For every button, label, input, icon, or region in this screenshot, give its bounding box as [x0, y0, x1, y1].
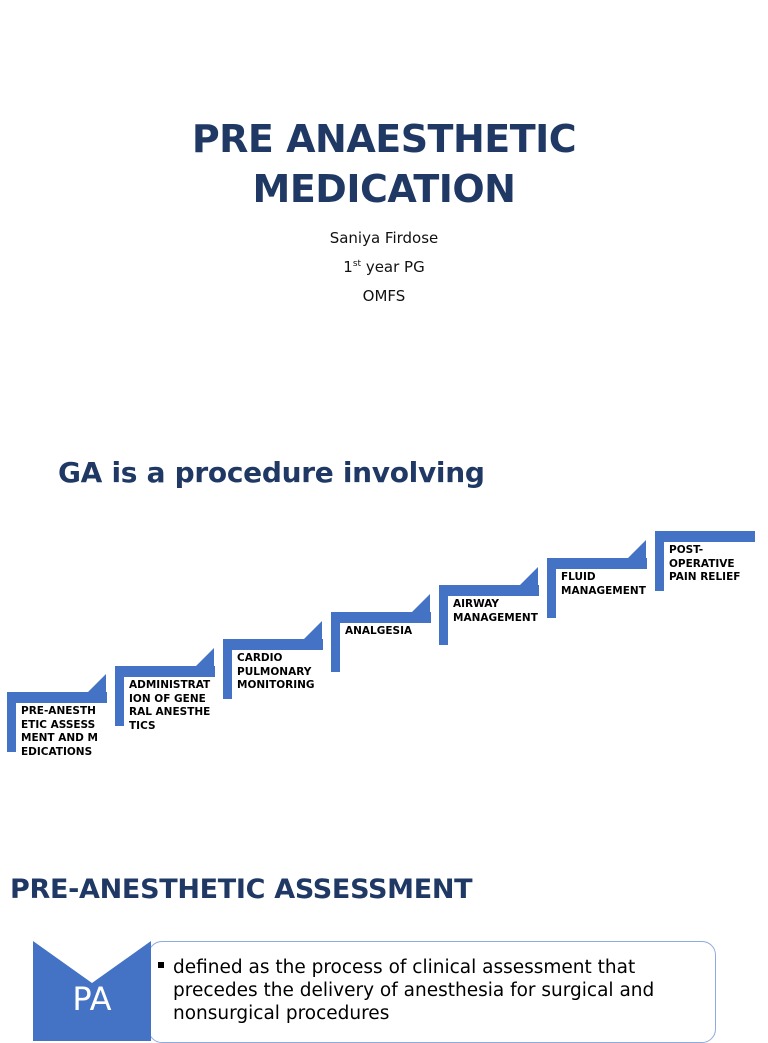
step-label: FLUID MANAGEMENT: [561, 571, 646, 597]
bullet-item: defined as the process of clinical asses…: [158, 956, 706, 1025]
step-bar: [547, 558, 647, 569]
step-post: [547, 558, 556, 618]
step-arrow-icon: [628, 540, 646, 558]
presentation-title: PRE ANAESTHETIC MEDICATION: [0, 114, 768, 214]
step-label: ANALGESIA: [345, 625, 413, 637]
pa-badge: PA: [72, 980, 112, 1018]
step-arrow-icon: [520, 567, 538, 585]
author-name: Saniya Firdose: [329, 229, 439, 247]
step-post: [439, 585, 448, 645]
step-bar: [7, 692, 107, 703]
step-post: [223, 639, 232, 699]
step-bar: [655, 531, 755, 542]
step-3: CARDIO PULMONARY MONITORING: [223, 621, 331, 729]
step-bar: [115, 666, 215, 677]
step-6: FLUID MANAGEMENT: [547, 540, 655, 648]
procedure-slide: GA is a procedure involving PRE-ANESTHET…: [0, 400, 768, 840]
slide-title: PRE-ANESTHETIC ASSESSMENT: [10, 874, 473, 905]
step-arrow-icon: [196, 648, 214, 666]
step-post: [331, 612, 340, 672]
title-line-2: MEDICATION: [252, 167, 516, 211]
step-bar: [223, 639, 323, 650]
slide-title: GA is a procedure involving: [58, 456, 485, 489]
year-number: 1: [343, 258, 353, 276]
year-line: 1st year PG: [0, 258, 768, 276]
title-slide: PRE ANAESTHETIC MEDICATION Saniya Firdos…: [0, 0, 768, 400]
step-post: [655, 531, 664, 591]
step-bar: [439, 585, 539, 596]
chevron-down-icon: [33, 941, 151, 1041]
step-label: AIRWAY MANAGEMENT: [453, 598, 538, 624]
step-bar: [331, 612, 431, 623]
step-arrow-icon: [88, 674, 106, 692]
step-arrow-icon: [304, 621, 322, 639]
bullet-text: defined as the process of clinical asses…: [173, 957, 655, 1024]
department: OMFS: [362, 287, 406, 305]
title-line-1: PRE ANAESTHETIC: [191, 117, 577, 161]
step-7: POST-OPERATIVE PAIN RELIEF: [655, 531, 763, 621]
step-label: CARDIO PULMONARY MONITORING: [237, 652, 315, 691]
bullet-icon: [158, 962, 164, 968]
step-post: [7, 692, 16, 752]
step-arrow-icon: [412, 594, 430, 612]
year-suffix: st: [352, 259, 362, 269]
step-post: [115, 666, 124, 726]
step-label: ADMINISTRATION OF GENERAL ANESTHETICS: [129, 679, 211, 732]
step-label: POST-OPERATIVE PAIN RELIEF: [669, 544, 741, 583]
year-text: year PG: [361, 258, 425, 276]
step-2: ADMINISTRATION OF GENERAL ANESTHETICS: [115, 648, 223, 756]
step-1: PRE-ANESTHETIC ASSESSMENT AND MEDICATION…: [7, 674, 115, 782]
step-5: AIRWAY MANAGEMENT: [439, 567, 547, 675]
step-label: PRE-ANESTHETIC ASSESSMENT AND MEDICATION…: [21, 705, 98, 758]
step-4: ANALGESIA: [331, 594, 439, 702]
assessment-slide: PRE-ANESTHETIC ASSESSMENT PA defined as …: [0, 840, 768, 1043]
